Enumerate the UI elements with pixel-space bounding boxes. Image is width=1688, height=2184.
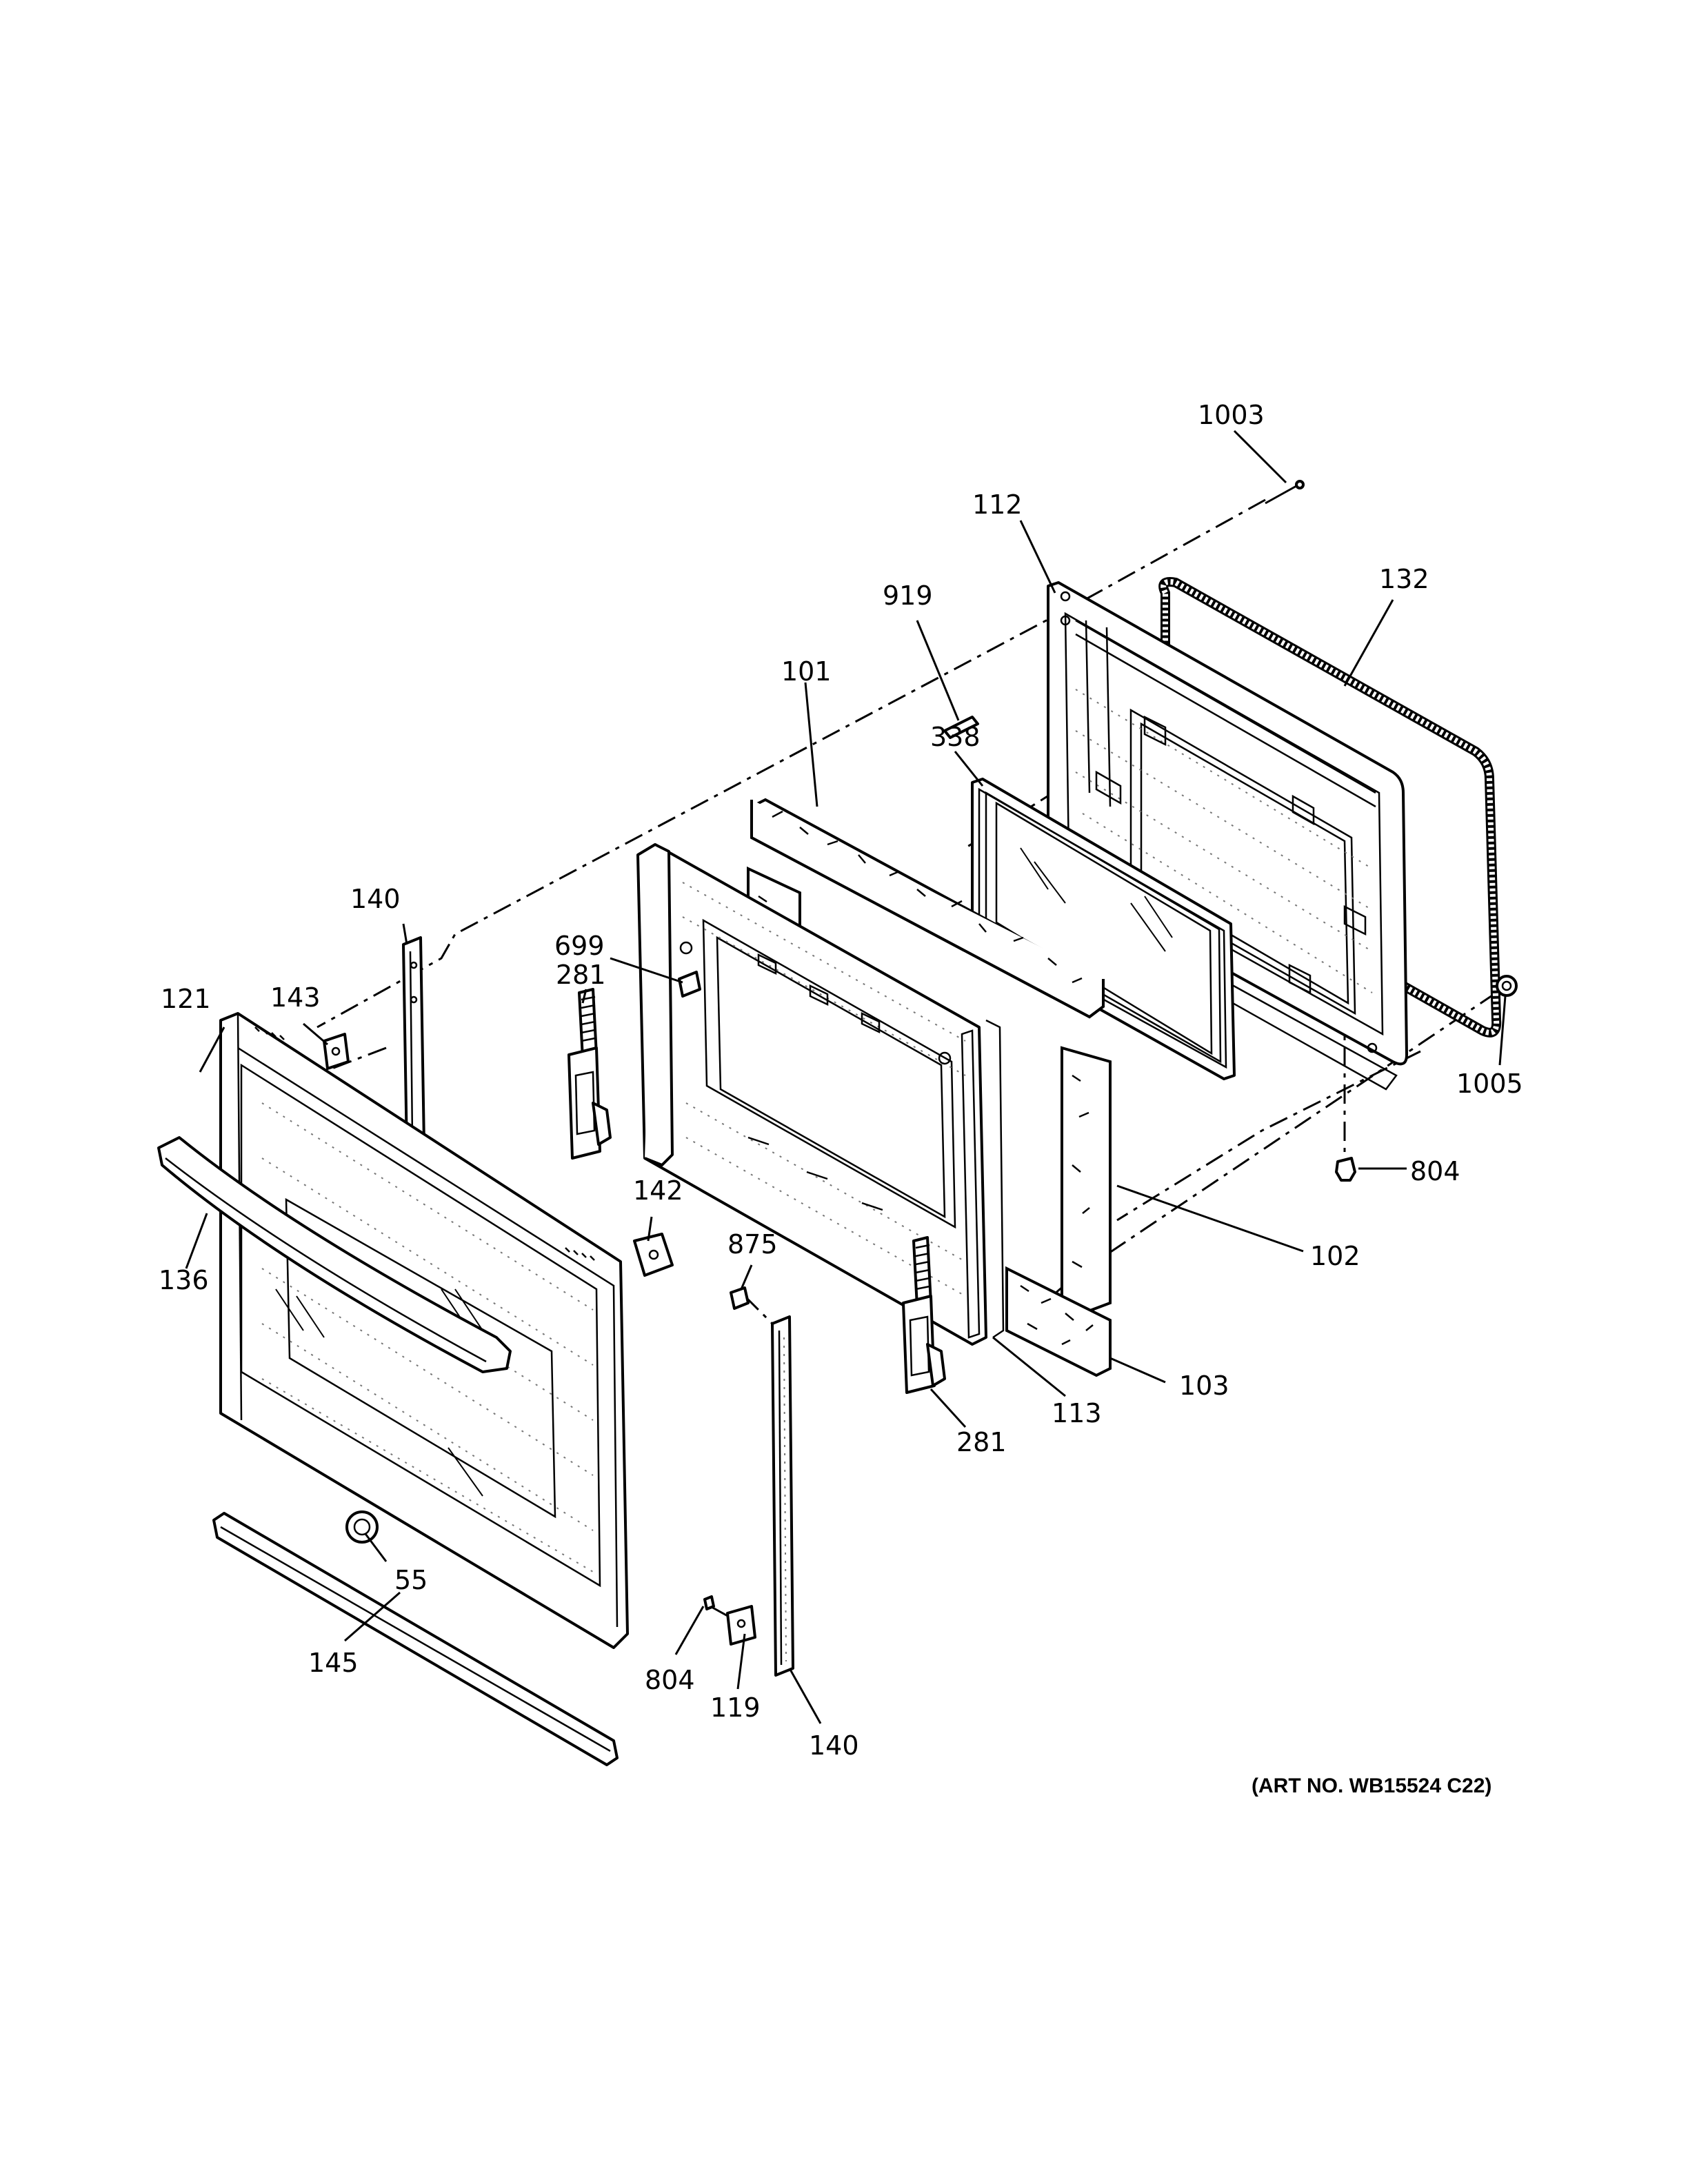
callout-119: 119 [710, 1692, 761, 1723]
insulation-103 [1005, 1266, 1112, 1377]
callout-338: 338 [930, 722, 981, 752]
callout-113: 113 [1052, 1398, 1102, 1428]
bracket-142 [633, 1233, 674, 1277]
leader-lines [185, 429, 1507, 1724]
bottom-trim-145 [212, 1512, 619, 1766]
screw-699 [678, 971, 701, 998]
callout-101: 101 [781, 656, 832, 687]
callout-103: 103 [1179, 1371, 1229, 1401]
screw-804-right [1335, 1157, 1356, 1182]
callout-143: 143 [270, 982, 321, 1013]
callout-919: 919 [883, 580, 933, 611]
bumper-1005 [1496, 975, 1518, 997]
callout-281-top: 281 [556, 960, 606, 990]
callout-55: 55 [394, 1565, 428, 1595]
door-frame-113 [636, 843, 987, 1346]
callout-140-bottom: 140 [809, 1730, 859, 1761]
callout-112: 112 [972, 489, 1023, 520]
callout-121: 121 [161, 984, 211, 1014]
callout-102: 102 [1310, 1241, 1360, 1271]
art-number-label: (ART NO. WB15524 C22) [1252, 1775, 1491, 1797]
callout-699: 699 [554, 931, 605, 961]
callout-136: 136 [159, 1265, 209, 1295]
callout-804-bottom: 804 [645, 1665, 695, 1695]
callout-1005: 1005 [1456, 1069, 1523, 1099]
bracket-119 [726, 1605, 756, 1646]
callout-875: 875 [727, 1229, 778, 1260]
rail-140-top [402, 936, 425, 1153]
callout-281-bottom: 281 [956, 1427, 1007, 1457]
callout-142: 142 [633, 1175, 683, 1206]
frame-102 [985, 1019, 1005, 1339]
door-handle-136 [157, 1136, 512, 1373]
callout-140-top: 140 [350, 884, 401, 914]
callout-132: 132 [1379, 564, 1429, 594]
bracket-143 [323, 1033, 350, 1070]
rail-140-bottom [771, 1315, 794, 1677]
pin-919 [943, 716, 979, 739]
callout-labels: 1003 112 132 919 101 338 140 699 281 121… [159, 400, 1523, 1761]
callout-1003: 1003 [1198, 400, 1265, 430]
screw-804-bottom [703, 1595, 715, 1610]
screw-875 [730, 1286, 750, 1310]
bumper-55 [345, 1510, 379, 1544]
screw-1003 [1265, 480, 1305, 505]
hinge-281-top [567, 988, 612, 1160]
hinge-281-bottom [902, 1236, 946, 1394]
callout-804-right: 804 [1410, 1156, 1460, 1186]
callout-145: 145 [308, 1648, 359, 1678]
